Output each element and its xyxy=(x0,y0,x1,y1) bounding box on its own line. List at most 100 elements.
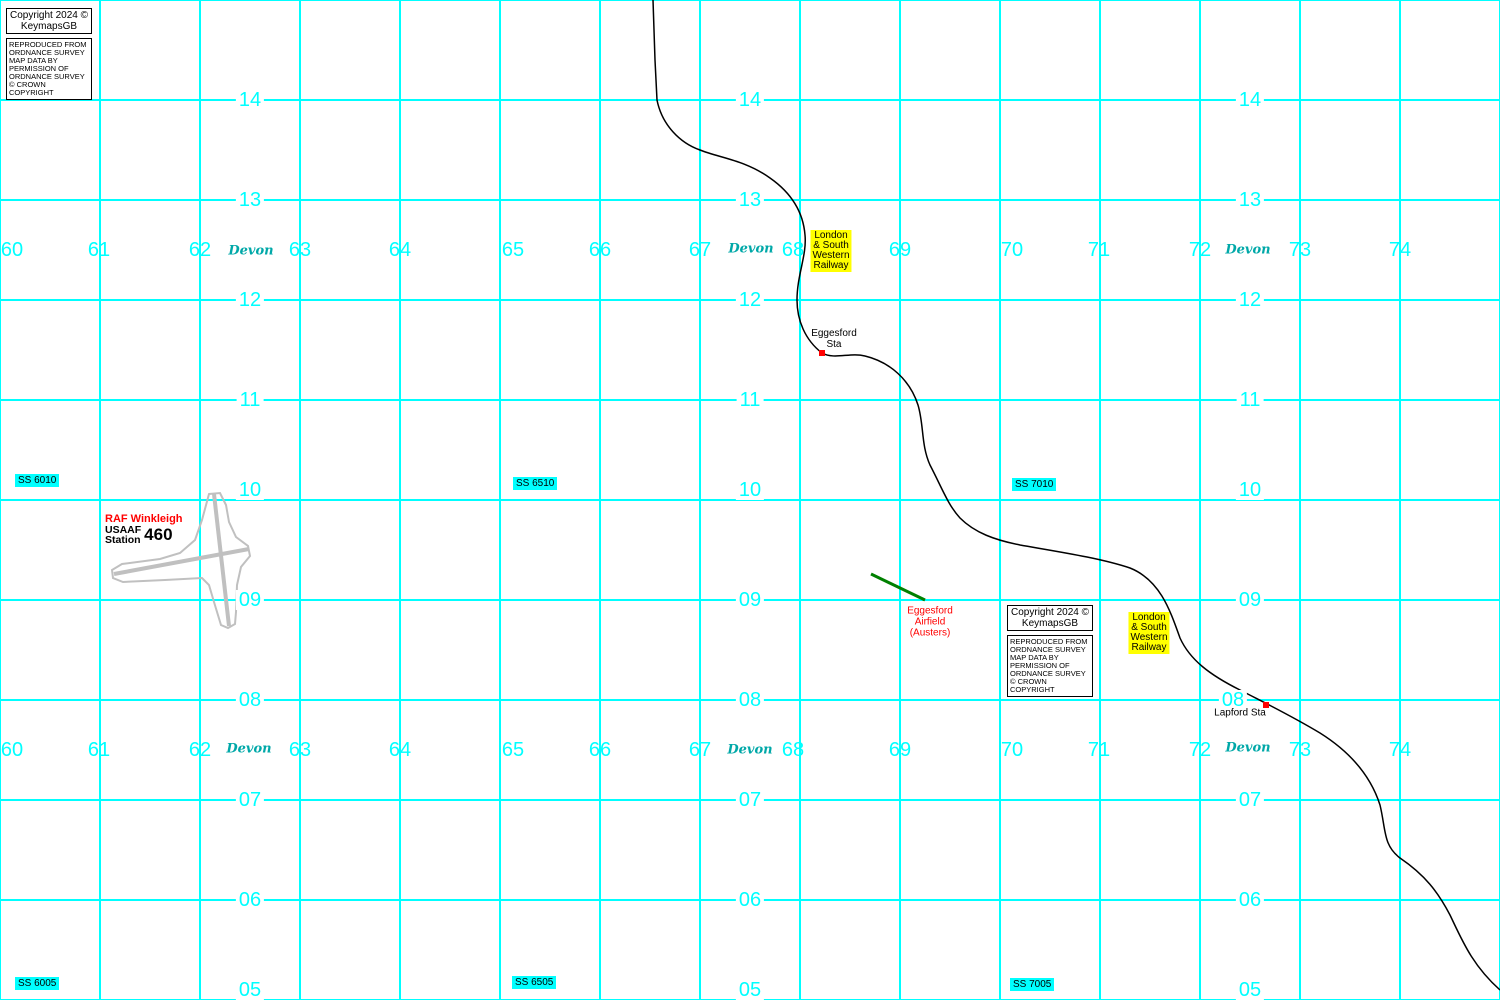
notice-line: ORDNANCE SURVEY xyxy=(1010,669,1086,678)
eggesford-airstrip xyxy=(870,572,926,602)
railway-label-line: & South xyxy=(1131,622,1167,633)
grid-ref-label: SS 6505 xyxy=(512,976,557,989)
lapford-station-marker xyxy=(1263,702,1269,708)
notice-line: REPRODUCED FROM xyxy=(1010,637,1088,646)
easting-label: 69 xyxy=(888,739,912,761)
northing-label: 07 xyxy=(235,790,265,810)
northing-label: 08 xyxy=(735,690,765,710)
northing-label: 05 xyxy=(1235,980,1265,1000)
airfield-subtitle: USAAF xyxy=(105,524,142,536)
copyright-notice: Copyright 2024 ©KeymapsGB REPRODUCED FRO… xyxy=(6,8,92,100)
grid-ref-label: SS 6005 xyxy=(15,977,60,990)
airfield-title: RAF Winkleigh xyxy=(105,513,183,525)
easting-label: 64 xyxy=(388,739,412,761)
northing-label: 07 xyxy=(1235,790,1265,810)
easting-label: 68 xyxy=(781,739,805,761)
easting-label: 71 xyxy=(1087,239,1111,261)
easting-label: 67 xyxy=(688,239,712,261)
railway-line xyxy=(652,0,1500,991)
northing-label: 09 xyxy=(1235,590,1265,610)
northing-label: 10 xyxy=(1235,480,1265,500)
northing-label: 13 xyxy=(1235,190,1265,210)
easting-label: 72 xyxy=(1188,739,1212,761)
station-number: 460 xyxy=(144,525,173,544)
railway-label-line: London xyxy=(1132,612,1166,623)
easting-label: 61 xyxy=(87,739,111,761)
copyright-line: KeymapsGB xyxy=(20,21,78,32)
easting-label: 68 xyxy=(781,239,805,261)
notice-line: MAP DATA BY xyxy=(1010,653,1059,662)
northing-label: 08 xyxy=(235,690,265,710)
easting-label: 60 xyxy=(0,239,24,261)
railway-label-line: Railway xyxy=(1131,642,1167,653)
copyright-line: Copyright 2024 © xyxy=(1011,607,1089,618)
airfield-subtitle: Station xyxy=(105,534,141,546)
county-label: Devon xyxy=(228,243,274,259)
county-label: Devon xyxy=(1225,242,1271,258)
easting-label: 62 xyxy=(188,739,212,761)
copyright-line: KeymapsGB xyxy=(1021,618,1079,629)
easting-label: 66 xyxy=(588,239,612,261)
northing-label: 06 xyxy=(735,890,765,910)
easting-label: 74 xyxy=(1388,239,1412,261)
northing-label: 05 xyxy=(235,980,265,1000)
easting-label: 65 xyxy=(501,239,525,261)
easting-label: 66 xyxy=(588,739,612,761)
grid-ref-label: SS 7010 xyxy=(1012,478,1057,491)
railway-label-line: Railway xyxy=(813,260,849,271)
northing-label: 13 xyxy=(235,190,265,210)
eggesford-station-label[interactable]: Eggesford Sta xyxy=(811,328,857,350)
station-name: Sta xyxy=(826,339,842,350)
northing-label: 09 xyxy=(735,590,765,610)
easting-label: 69 xyxy=(888,239,912,261)
grid-ref-label: SS 7005 xyxy=(1010,978,1055,991)
airfield-label-line: Eggesford xyxy=(907,605,953,617)
notice-line: ORDNANCE SURVEY xyxy=(9,48,85,57)
easting-label: 73 xyxy=(1288,239,1312,261)
railway-label: London & South Western Railway xyxy=(810,230,852,272)
easting-label: 72 xyxy=(1188,239,1212,261)
railway-label-line: Western xyxy=(1130,632,1168,643)
airfield-label-line: (Austers) xyxy=(909,627,951,639)
county-label: Devon xyxy=(1225,740,1271,756)
easting-label: 62 xyxy=(188,239,212,261)
eggesford-airfield-label[interactable]: Eggesford Airfield (Austers) xyxy=(907,606,953,639)
grid-ref-label: SS 6010 xyxy=(15,474,60,487)
northing-label: 06 xyxy=(235,890,265,910)
northing-label: 08 xyxy=(1218,690,1248,710)
northing-label: 07 xyxy=(735,790,765,810)
notice-line: © CROWN COPYRIGHT xyxy=(1010,677,1055,694)
easting-label: 61 xyxy=(87,239,111,261)
notice-line: MAP DATA BY xyxy=(9,56,58,65)
station-name: Lapford Sta xyxy=(1214,707,1266,719)
northing-label: 11 xyxy=(736,390,764,410)
county-label: Devon xyxy=(728,241,774,257)
railway-label: London & South Western Railway xyxy=(1128,612,1170,654)
easting-label: 73 xyxy=(1288,739,1312,761)
easting-label: 60 xyxy=(0,739,24,761)
northing-label: 09 xyxy=(235,590,265,610)
northing-label: 14 xyxy=(235,90,265,110)
lapford-station-label[interactable]: Lapford Sta xyxy=(1214,708,1266,719)
northing-label: 12 xyxy=(1235,290,1265,310)
notice-line: © CROWN COPYRIGHT xyxy=(9,80,54,97)
grid-ref-label: SS 6510 xyxy=(513,477,558,490)
notice-line: ORDNANCE SURVEY xyxy=(9,72,85,81)
northing-label: 14 xyxy=(735,90,765,110)
northing-label: 11 xyxy=(1236,390,1264,410)
northing-label: 10 xyxy=(235,480,265,500)
northing-label: 12 xyxy=(735,290,765,310)
northing-label: 10 xyxy=(735,480,765,500)
notice-line: REPRODUCED FROM xyxy=(9,40,87,49)
airfield-label-line: Airfield xyxy=(914,616,946,628)
easting-label: 70 xyxy=(1000,239,1024,261)
eggesford-station-marker xyxy=(819,350,825,356)
notice-line: PERMISSION OF xyxy=(1010,661,1070,670)
notice-line: PERMISSION OF xyxy=(9,64,69,73)
copyright-notice: Copyright 2024 ©KeymapsGB REPRODUCED FRO… xyxy=(1007,605,1093,697)
easting-label: 74 xyxy=(1388,739,1412,761)
raf-winkleigh-airfield-shape xyxy=(110,491,252,630)
easting-label: 63 xyxy=(288,739,312,761)
